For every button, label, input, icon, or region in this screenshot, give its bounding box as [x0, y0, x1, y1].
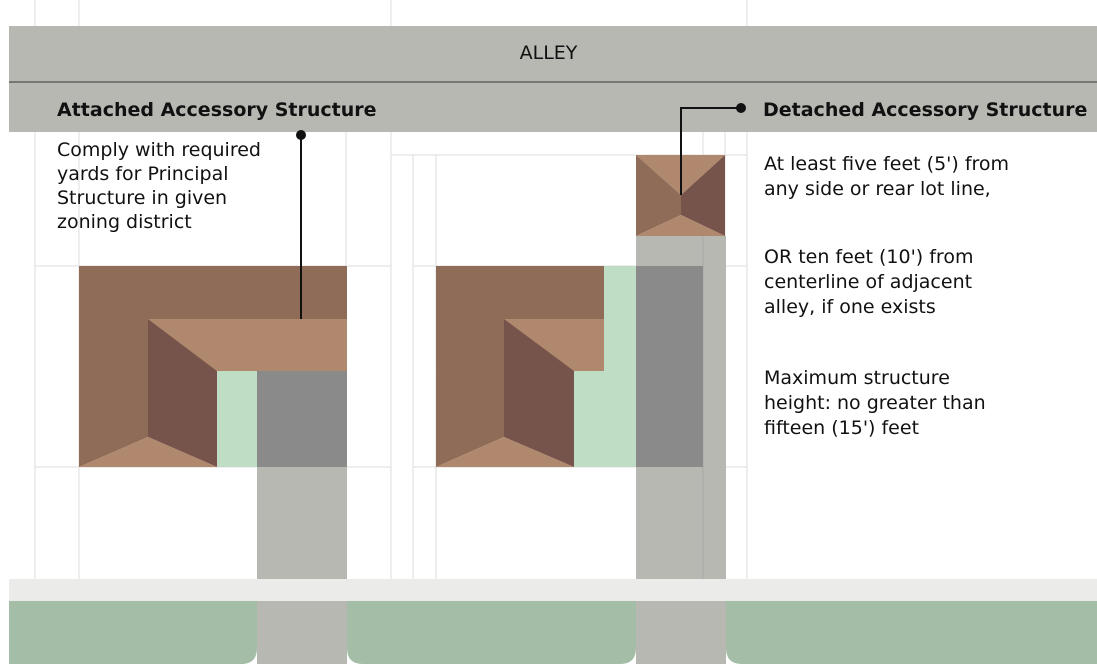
garage-roof-bottom [636, 215, 725, 236]
attached-wing-left [79, 319, 148, 467]
lawn-middle [347, 601, 636, 664]
alley-band [9, 26, 1097, 132]
alley-label: ALLEY [519, 42, 578, 64]
attached-description: Comply with required yards for Principal… [57, 139, 261, 233]
detached-leader-dot [736, 103, 746, 113]
sidewalk [9, 579, 1097, 601]
detached-driveway-shadow [636, 266, 703, 467]
attached-wing-top [148, 319, 217, 371]
lawn-left [9, 601, 257, 664]
garage-roof-left [636, 155, 681, 236]
detached-height-text: Maximum structure height: no greater tha… [764, 367, 986, 439]
attached-wing-bottom [79, 437, 217, 467]
detached-wing-right [504, 319, 574, 467]
detached-roof-back [436, 266, 604, 319]
garage-roof-right [681, 155, 725, 236]
attached-roof-back [79, 266, 347, 319]
attached-leader [296, 130, 306, 319]
detached-heading: Detached Accessory Structure [763, 99, 1088, 121]
detached-wing-left [436, 319, 504, 467]
attached-wing-right [148, 319, 217, 467]
detached-wing-fill [574, 319, 604, 371]
detached-setback-text: At least five feet (5') from any side or… [764, 153, 1010, 200]
attached-side-yard [217, 371, 257, 467]
attached-heading: Attached Accessory Structure [57, 99, 377, 121]
attached-garage-footprint [257, 371, 347, 467]
detached-wing-bottom [436, 437, 574, 467]
detached-alley-text: OR ten feet (10') from centerline of adj… [764, 246, 974, 318]
attached-leader-dot [296, 130, 306, 140]
attached-house [79, 266, 347, 467]
lawn-right [726, 601, 1097, 664]
detached-leader [680, 103, 746, 195]
detached-house [436, 266, 703, 467]
